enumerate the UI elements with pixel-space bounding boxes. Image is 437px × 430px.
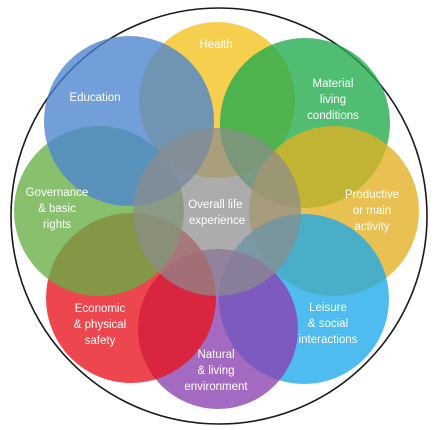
center-label: Overall life experience	[188, 199, 246, 227]
petal-label-line: Natural	[197, 349, 234, 361]
petal-label-line: Material	[313, 78, 354, 90]
petal-label-line: & social	[308, 318, 348, 330]
petal-label-line: living	[320, 94, 346, 106]
petal-label-line: Education	[69, 92, 120, 104]
petal-label-line: Leisure	[309, 302, 347, 314]
petal-label-productive: Productive or main activity	[345, 189, 399, 233]
petal-label-line: rights	[43, 219, 71, 231]
petal-label-line: or main	[353, 205, 391, 217]
center-circle-overall-life-experience	[133, 128, 301, 296]
petal-label-line: Governance	[26, 187, 89, 199]
petal-label-line: safety	[85, 335, 116, 347]
petal-label-line: Health	[199, 39, 232, 51]
petal-label-material: Material living conditions	[307, 78, 359, 122]
petal-label-line: activity	[354, 221, 389, 233]
petal-label-line: conditions	[307, 110, 359, 122]
petal-label-line: & physical	[74, 319, 126, 331]
center-label-line: experience	[189, 215, 245, 227]
petal-label-natural: Natural & living environment	[184, 349, 248, 393]
petal-label-health: Health	[199, 39, 232, 51]
petal-label-leisure: Leisure & social interactions	[299, 302, 358, 346]
petal-label-line: & living	[197, 365, 234, 377]
center-label-line: Overall life	[188, 199, 242, 211]
petal-label-line: Productive	[345, 189, 399, 201]
petal-label-economic: Economic & physical safety	[74, 303, 126, 347]
petal-label-line: interactions	[299, 334, 358, 346]
petal-label-line: & basic	[38, 203, 76, 215]
petal-label-governance: Governance & basic rights	[26, 187, 89, 231]
petal-label-line: environment	[184, 381, 248, 393]
petal-label-line: Economic	[75, 303, 126, 315]
petal-label-education: Education	[69, 92, 120, 104]
